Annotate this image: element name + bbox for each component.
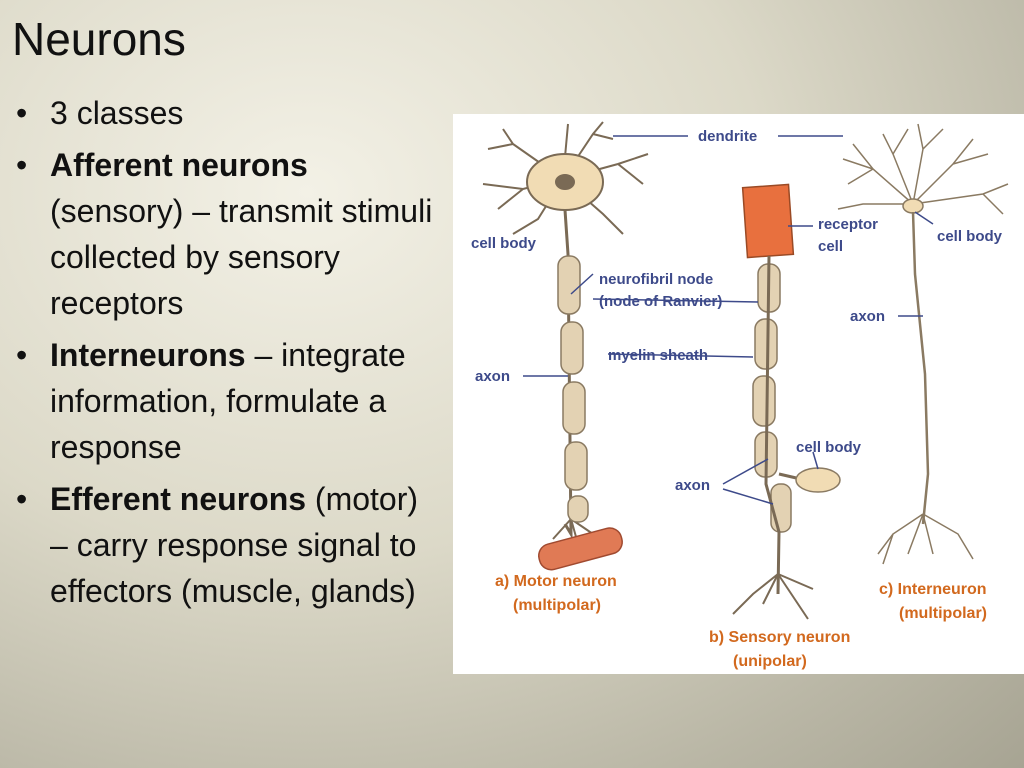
receptor-cell <box>741 183 795 259</box>
neuron-diagram-svg: dendrite cell body receptor cell cell bo… <box>471 121 1009 670</box>
bullet-item: • Afferent neurons (sensory) – transmit s… <box>12 142 442 326</box>
label-cell-body-inter: cell body <box>937 228 1003 245</box>
label-node: neurofibril node <box>599 271 713 288</box>
bullet-list: • 3 classes • Afferent neurons (sensory) –… <box>12 90 442 620</box>
neuron-diagram: dendrite cell body receptor cell cell bo… <box>453 114 1024 674</box>
bullet-item: • Interneurons – integrate information, f… <box>12 332 442 470</box>
leader-lines <box>523 135 934 505</box>
bullet-text: (motor) – carry response signal to effec… <box>50 481 419 609</box>
caption-inter: c) Interneuron <box>879 581 987 598</box>
interneuron <box>837 123 1009 565</box>
label-myelin: myelin sheath <box>608 347 708 364</box>
label-receptor: receptor <box>818 216 878 233</box>
bullet-item: • Efferent neurons (motor) – carry respon… <box>12 476 442 614</box>
bullet-item: • 3 classes <box>12 90 442 136</box>
caption-sensory: b) Sensory neuron <box>709 629 850 646</box>
label-axon-motor: axon <box>475 368 510 385</box>
slide-title: Neurons <box>12 13 186 65</box>
bullet-text: (sensory) – transmit stimuli collected b… <box>50 193 433 321</box>
bullet-text: 3 classes <box>50 95 184 131</box>
caption-sensory-type: (unipolar) <box>733 653 807 670</box>
label-dendrite: dendrite <box>698 128 757 145</box>
caption-motor-type: (multipolar) <box>513 597 601 614</box>
bullet-bold: Afferent neurons <box>50 147 308 183</box>
sensory-cell-body <box>795 467 841 493</box>
muscle-fiber <box>538 527 623 571</box>
label-axon-inter: axon <box>850 308 885 325</box>
bullet-text: – integrate information, formulate a res… <box>50 337 406 465</box>
bullet-dot: • <box>16 337 28 373</box>
caption-motor: a) Motor neuron <box>495 573 617 590</box>
bullet-bold: Interneurons <box>50 337 246 373</box>
label-cell-body-sensory: cell body <box>796 439 862 456</box>
label-cell-body-motor: cell body <box>471 235 537 252</box>
label-axon-sensory: axon <box>675 477 710 494</box>
bullet-dot: • <box>16 147 28 183</box>
bullet-dot: • <box>16 95 28 131</box>
motor-myelin <box>557 255 589 523</box>
bullet-dot: • <box>16 481 28 517</box>
label-receptor-cell: cell <box>818 238 843 255</box>
bullet-bold: Efferent neurons <box>50 481 307 517</box>
caption-inter-type: (multipolar) <box>899 605 987 622</box>
label-node-ranvier: (node of Ranvier) <box>599 293 722 310</box>
sensory-neuron <box>732 183 841 620</box>
